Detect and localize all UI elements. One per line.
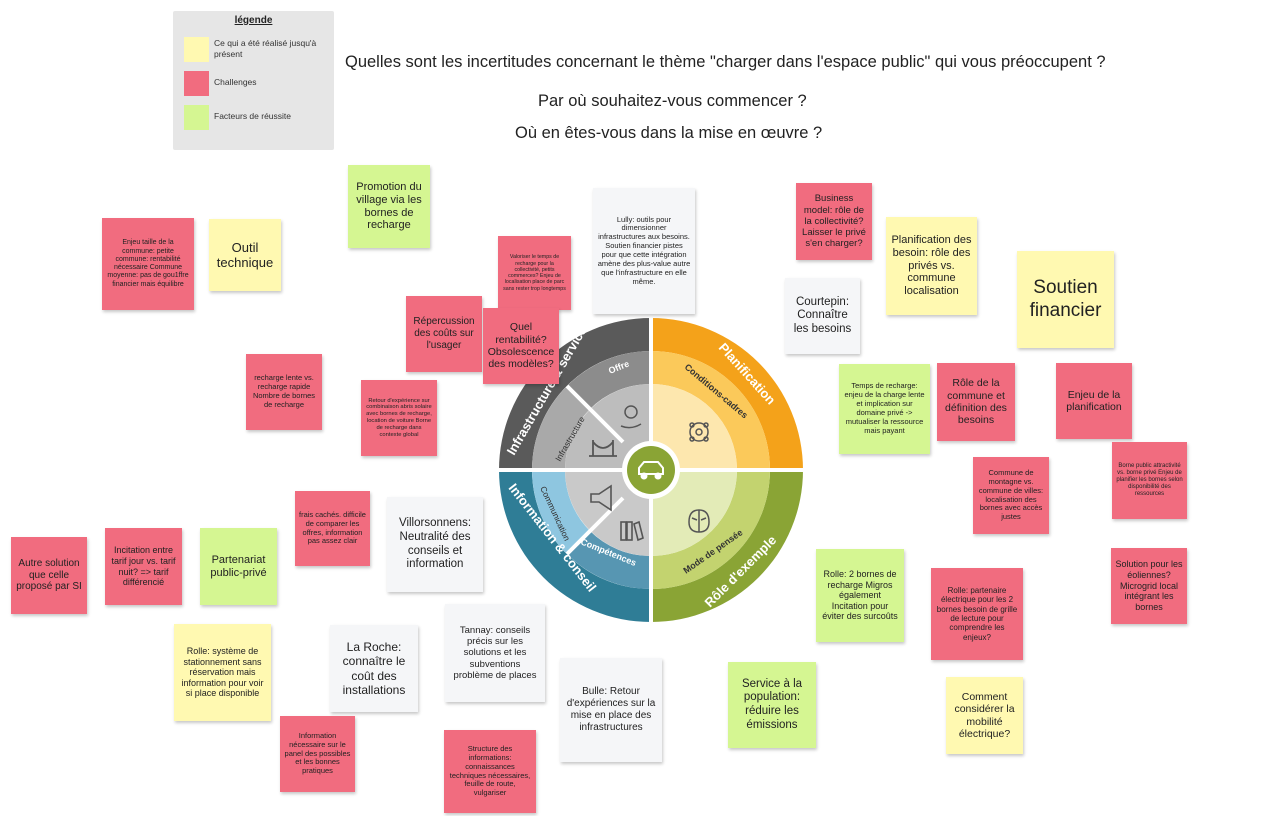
note-recharge-lente[interactable]: recharge lente vs. recharge rapide Nombr… (246, 354, 322, 430)
thematic-wheel: Offre Conditions-cadres Mode de pensée C… (498, 317, 804, 623)
segment-infrastructure (532, 386, 590, 470)
segment-communication (532, 470, 590, 554)
note-borne-public[interactable]: Borne public attractivité vs. borne priv… (1112, 442, 1187, 519)
note-tannay[interactable]: Tannay: conseils précis sur les solution… (445, 604, 545, 702)
question-mise-en-oeuvre: Où en êtes-vous dans la mise en œuvre ? (515, 124, 823, 142)
note-enjeu-planif[interactable]: Enjeu de la planification (1056, 363, 1132, 439)
note-rolle-stationnement[interactable]: Rolle: système de stationnement sans rés… (174, 624, 271, 721)
legend-item-realise: Ce qui a été réalisé jusqu'à présent (184, 37, 332, 63)
note-rolle-partenaire[interactable]: Rolle: partenaire électrique pour les 2 … (931, 568, 1023, 660)
books-icon (620, 520, 644, 542)
ring-planification (651, 318, 803, 470)
segment-conditions-cadres (651, 351, 770, 470)
note-information[interactable]: Information nécessaire sur le panel des … (280, 716, 355, 792)
legend-swatch-yellow (184, 37, 209, 62)
note-courtepin[interactable]: Courtepin: Connaître les besoins (785, 278, 860, 354)
note-temps-recharge[interactable]: Temps de recharge: enjeu de la charge le… (839, 364, 930, 454)
legend-swatch-red (184, 71, 209, 96)
legend-label: Challenges (214, 77, 257, 87)
legend-item-challenges: Challenges (184, 71, 332, 97)
note-repercussion[interactable]: Répercussion des coûts sur l'usager (406, 296, 482, 372)
note-role-commune[interactable]: Rôle de la commune et définition des bes… (937, 363, 1015, 441)
note-villorsonnens[interactable]: Villorsonnens: Neutralité des conseils e… (387, 497, 483, 592)
network-icon (689, 422, 709, 442)
note-promotion[interactable]: Promotion du village via les bornes de r… (348, 165, 430, 248)
legend-label: Ce qui a été réalisé jusqu'à présent (214, 38, 317, 59)
note-valoriser[interactable]: Valoriser le temps de recharge pour la c… (498, 236, 571, 310)
question-commencer: Par où souhaitez-vous commencer ? (538, 92, 807, 110)
note-rolle-bornes[interactable]: Rolle: 2 bornes de recharge Migros égale… (816, 549, 904, 642)
note-retour-exp[interactable]: Retour d'expérience sur combinaison abri… (361, 380, 437, 456)
note-soutien[interactable]: Soutien financier (1017, 251, 1114, 348)
legend-swatch-green (184, 105, 209, 130)
ring-information-conseil (499, 470, 651, 622)
note-autre-solution[interactable]: Autre solution que celle proposé par SI (11, 537, 87, 614)
legend-item-facteurs: Facteurs de réussite (184, 105, 332, 131)
legend-title: légende (234, 15, 273, 26)
megaphone-icon (590, 484, 612, 512)
question-incertitudes: Quelles sont les incertitudes concernant… (345, 53, 1106, 71)
note-rentabilite[interactable]: Quel rentabilité? Obsolescence des modèl… (483, 308, 559, 384)
note-eoliennes[interactable]: Solution pour les éoliennes? Microgrid l… (1111, 548, 1187, 624)
note-structure[interactable]: Structure des informations: connaissance… (444, 730, 536, 813)
legend: légende Ce qui a été réalisé jusqu'à pré… (173, 11, 334, 150)
note-enjeu-taille[interactable]: Enjeu taille de la commune: petite commu… (102, 218, 194, 310)
ring-infrastructure-services (499, 318, 651, 470)
lightbulb-hand-icon (620, 405, 642, 429)
note-bulle[interactable]: Bulle: Retour d'expériences sur la mise … (560, 658, 662, 762)
note-planif-besoin[interactable]: Planification des besoin: rôle des privé… (886, 217, 977, 315)
note-la-roche[interactable]: La Roche: connaître le coût des installa… (330, 625, 418, 712)
ring-role-exemple (651, 470, 803, 622)
note-comment[interactable]: Comment considérer la mobilité électriqu… (946, 677, 1023, 754)
note-commune-montagne[interactable]: Commune de montagne vs. commune de ville… (973, 457, 1049, 534)
note-lully[interactable]: Lully: outils pour dimensionner infrastr… (593, 188, 695, 314)
note-business[interactable]: Business model: rôle de la collectivité?… (796, 183, 872, 260)
note-partenariat[interactable]: Partenariat public-privé (200, 528, 277, 605)
note-incitation[interactable]: Incitation entre tarif jour vs. tarif nu… (105, 528, 182, 605)
note-service[interactable]: Service à la population: réduire les émi… (728, 662, 816, 748)
legend-label: Facteurs de réussite (214, 111, 292, 121)
note-outil[interactable]: Outil technique (209, 219, 281, 291)
bridge-icon (589, 440, 617, 457)
segment-mode-de-pensee (651, 470, 770, 589)
note-frais[interactable]: frais cachés. difficile de comparer les … (295, 491, 370, 566)
segment-competences (567, 531, 651, 589)
electric-car-icon (638, 461, 664, 480)
brain-icon (688, 509, 710, 533)
segment-offre (567, 351, 651, 409)
